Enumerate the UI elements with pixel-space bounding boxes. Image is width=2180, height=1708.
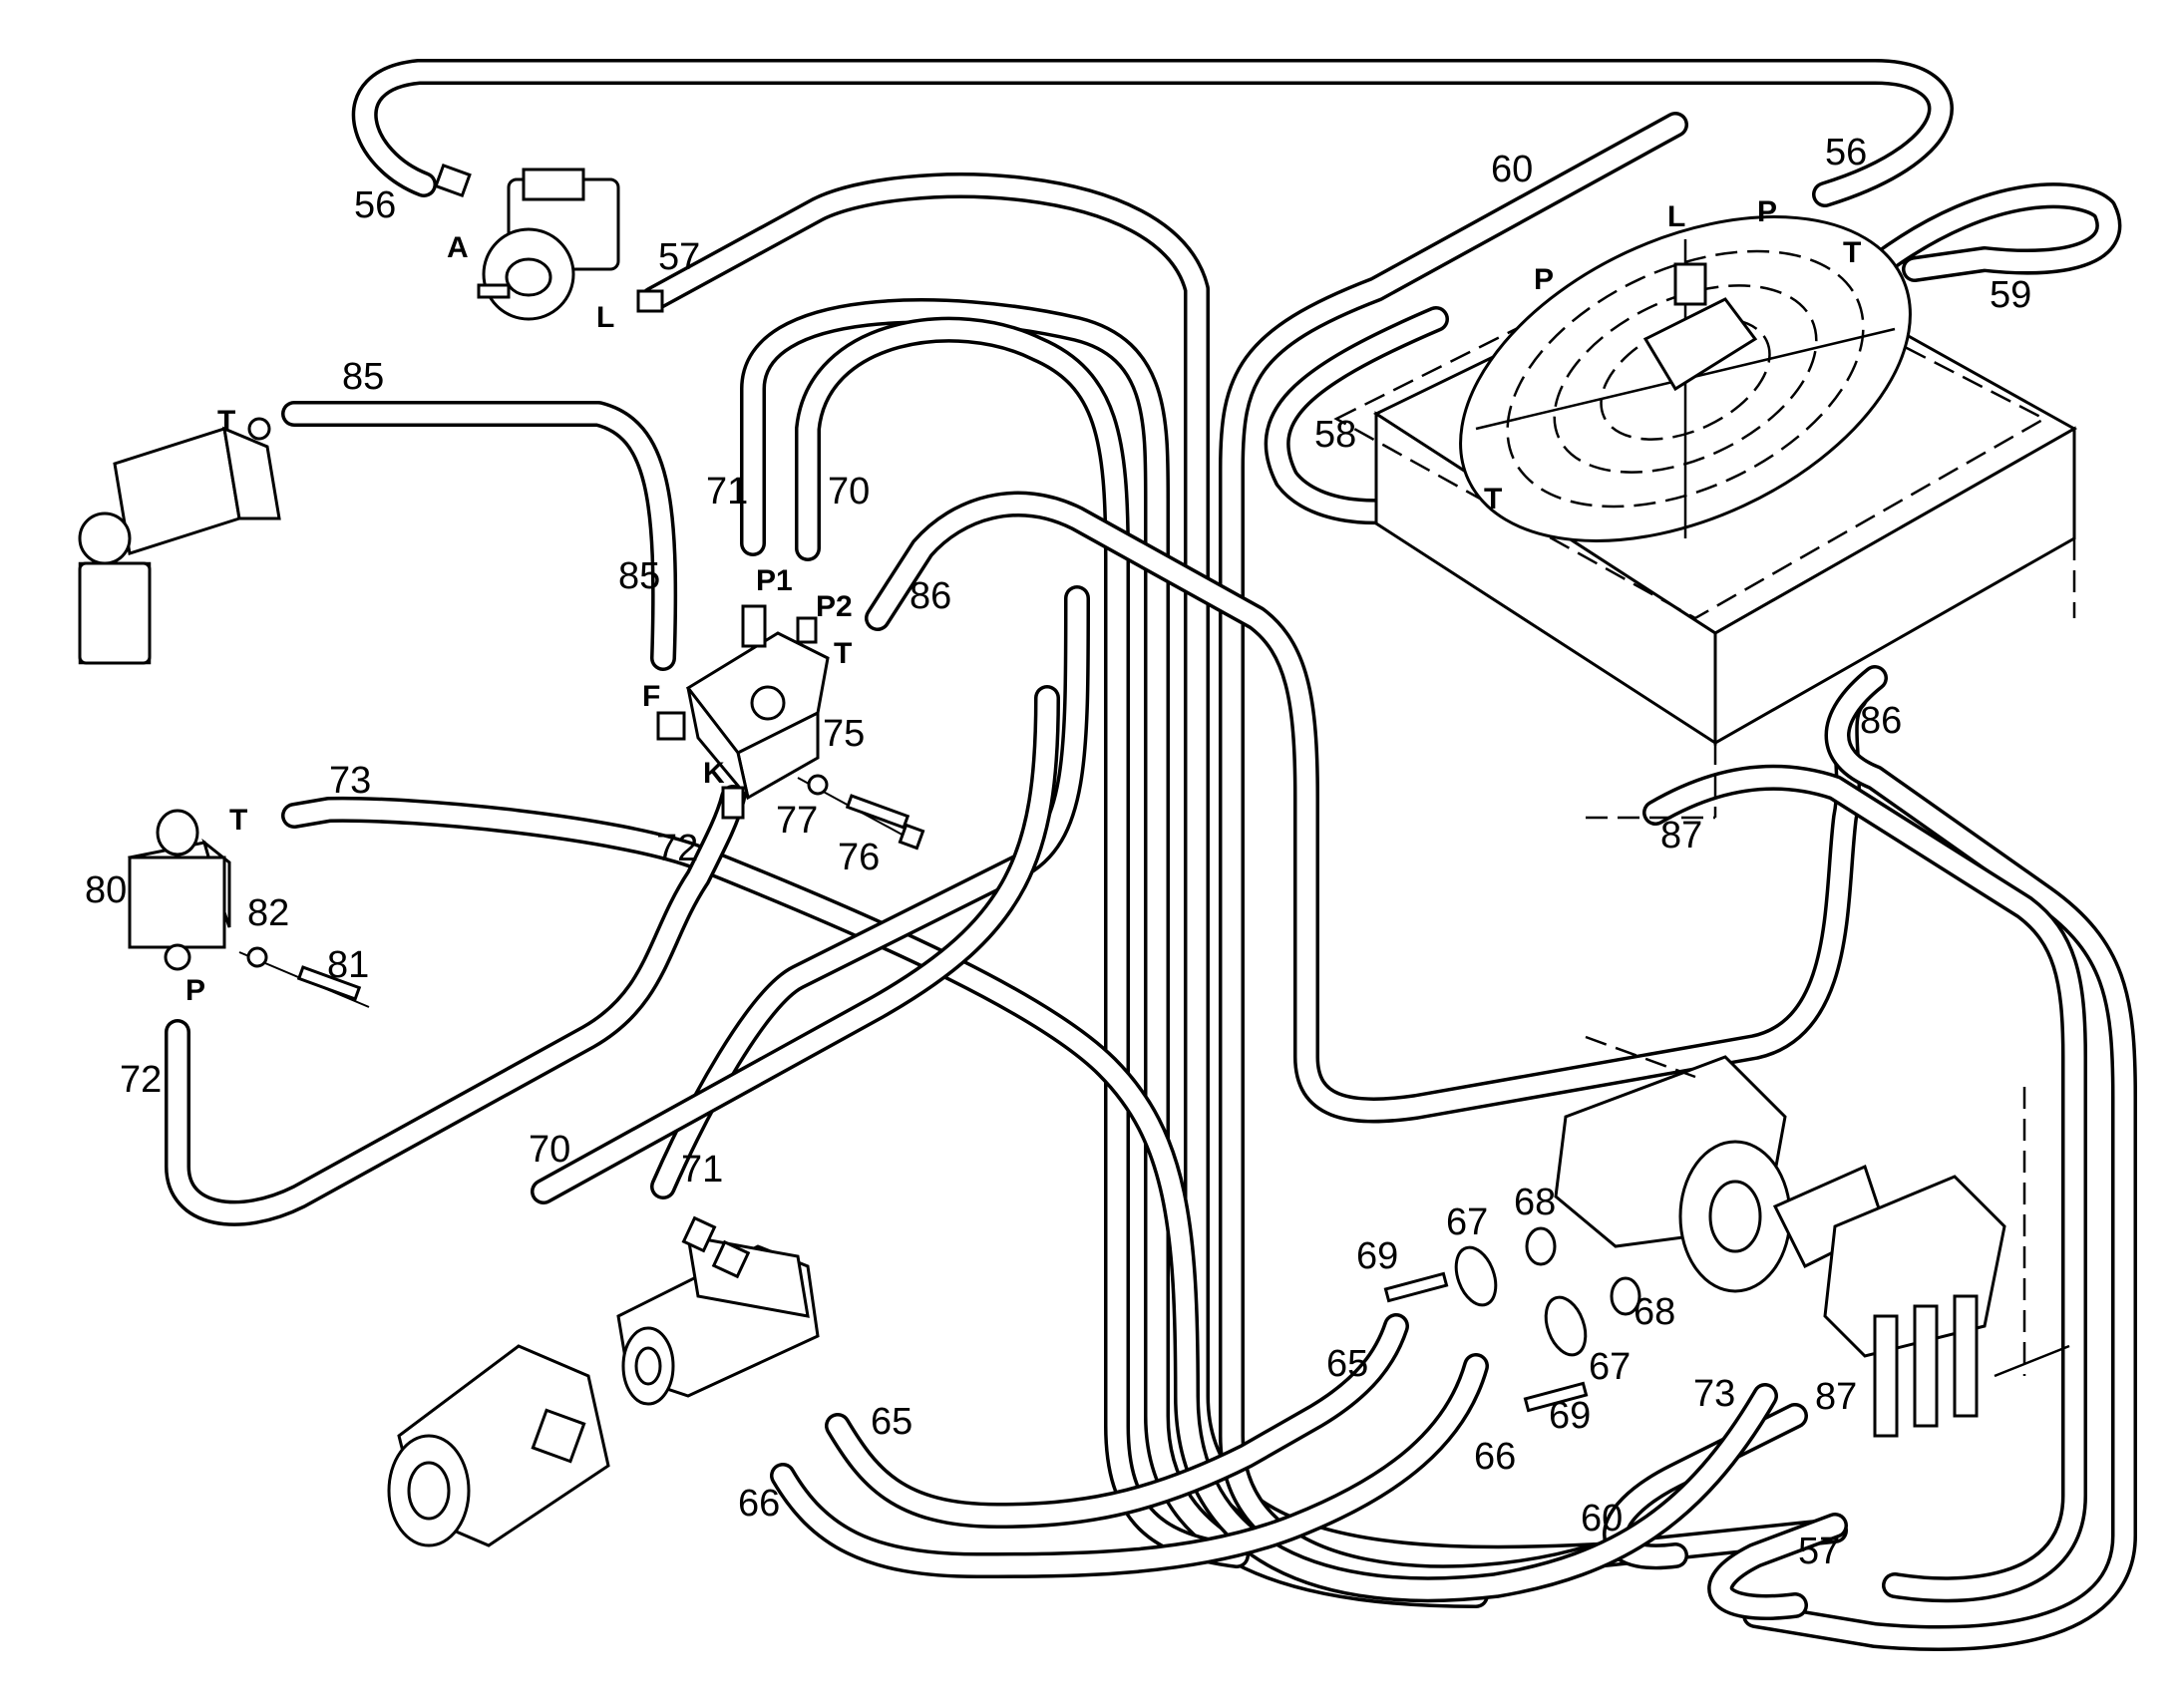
callout-68: 68 (1514, 1182, 1556, 1223)
port-label: K (703, 757, 725, 790)
callout-80: 80 (85, 869, 127, 911)
callout-77: 77 (776, 800, 818, 842)
callout-87: 87 (1815, 1376, 1857, 1418)
callout-70: 70 (828, 471, 870, 512)
callout-66: 66 (1474, 1436, 1516, 1478)
port-label: P (1534, 263, 1554, 296)
pump-bottom-right (1554, 1035, 1887, 1293)
callout-73: 73 (329, 760, 371, 802)
hose-85 (281, 401, 678, 671)
callout-71: 71 (681, 1149, 723, 1191)
callout-56: 56 (1825, 132, 1867, 173)
port-labels: A L T P1 P2 T F K T P L P T P T (185, 195, 1861, 1007)
hoses (165, 59, 2137, 1652)
port-label: P (1757, 195, 1777, 228)
callout-72: 72 (120, 1059, 162, 1101)
port-label: F (642, 680, 660, 713)
flange-set-upper (1383, 1226, 1557, 1307)
port-label: T (229, 804, 247, 837)
callout-65: 65 (871, 1401, 912, 1443)
callout-82: 82 (247, 892, 289, 934)
callout-65: 65 (1326, 1343, 1368, 1385)
callout-67: 67 (1446, 1201, 1488, 1243)
callout-76: 76 (838, 837, 880, 878)
callout-86: 86 (1860, 700, 1902, 742)
callout-59: 59 (1990, 274, 2031, 316)
hose-56 (351, 59, 1954, 207)
callout-85: 85 (618, 555, 660, 597)
callout-87: 87 (1660, 815, 1702, 856)
bolt-76 (797, 774, 925, 851)
port-label: T (1484, 483, 1502, 515)
callout-57: 57 (658, 236, 700, 278)
callout-73: 73 (1693, 1373, 1735, 1415)
port-label: T (217, 405, 235, 438)
callout-71: 71 (706, 471, 748, 512)
callout-60: 60 (1491, 149, 1533, 190)
valve-block-80 (128, 809, 370, 1008)
callout-69: 69 (1549, 1395, 1591, 1437)
flange-set-lower (1523, 1276, 1641, 1413)
callout-75: 75 (823, 713, 865, 755)
callout-70: 70 (529, 1129, 570, 1171)
port-label: L (1667, 200, 1685, 233)
callout-labels: 56 57 60 56 59 58 85 85 71 70 86 86 75 7… (85, 132, 2031, 1572)
fan-motor-top (434, 163, 664, 321)
callout-69: 69 (1356, 1235, 1398, 1277)
callout-68: 68 (1634, 1291, 1675, 1333)
port-label: P2 (816, 590, 853, 623)
callout-72: 72 (656, 828, 698, 869)
port-label: T (834, 637, 852, 670)
callout-56: 56 (354, 184, 396, 226)
callout-67: 67 (1589, 1346, 1631, 1388)
valve-bank (1823, 1087, 2070, 1438)
filter-block (78, 417, 281, 665)
callout-57: 57 (1798, 1531, 1840, 1572)
callout-60: 60 (1581, 1498, 1623, 1539)
valve-block-75 (656, 604, 830, 820)
port-label: P (185, 974, 205, 1007)
port-label: P1 (756, 564, 793, 597)
port-label: L (596, 301, 614, 334)
port-label: A (447, 231, 469, 264)
callout-58: 58 (1314, 414, 1356, 456)
callout-81: 81 (327, 944, 369, 986)
cooling-fan (1459, 215, 1912, 542)
main-pump (387, 1215, 820, 1547)
callout-86: 86 (909, 575, 951, 617)
callout-66: 66 (738, 1483, 780, 1525)
callout-85: 85 (342, 356, 384, 398)
port-label: T (1843, 236, 1861, 269)
hose-72 (165, 785, 746, 1226)
